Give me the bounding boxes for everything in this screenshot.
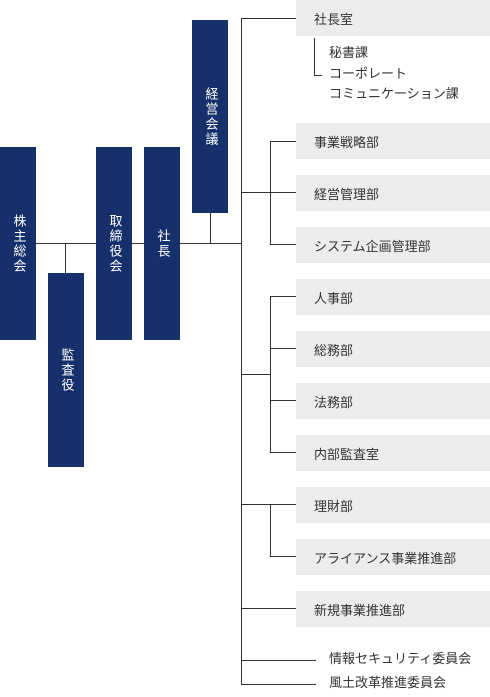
department-box: 経営管理部: [296, 175, 490, 211]
shareholders-meeting-label: 株主総会: [10, 213, 26, 274]
department-label: 理財部: [314, 499, 354, 515]
sub-unit-communication: コミュニケーション課: [329, 87, 459, 102]
committee-label: 情報セキュリティ委員会: [329, 652, 472, 667]
department-box: 人事部: [296, 279, 490, 315]
department-box: 社長室: [296, 0, 490, 36]
auditor-label: 監査役: [58, 347, 74, 393]
sub-unit-corporate: コーポレート: [329, 67, 408, 82]
department-label: 社長室: [314, 12, 354, 28]
management-meeting-label: 経営会議: [202, 86, 218, 147]
department-label: 新規事業推進部: [314, 603, 406, 619]
department-box: アライアンス事業推進部: [296, 539, 490, 575]
shareholders-meeting-box: 株主総会: [0, 147, 36, 340]
board-of-directors-label: 取締役会: [106, 213, 122, 274]
department-box: 法務部: [296, 383, 490, 419]
sub-unit-secretary: 秘書課: [329, 46, 369, 61]
department-label: 経営管理部: [314, 187, 380, 203]
department-label: 事業戦略部: [314, 135, 380, 151]
department-label: アライアンス事業推進部: [314, 551, 457, 567]
department-box: 新規事業推進部: [296, 591, 490, 627]
department-box: 総務部: [296, 331, 490, 367]
department-label: 内部監査室: [314, 447, 380, 463]
department-box: 理財部: [296, 487, 490, 523]
department-box: 事業戦略部: [296, 123, 490, 159]
department-label: 人事部: [314, 291, 354, 307]
department-box: 内部監査室: [296, 435, 490, 471]
president-label: 社長: [154, 228, 170, 259]
board-of-directors-box: 取締役会: [96, 147, 132, 340]
department-box: システム企画管理部: [296, 227, 490, 263]
management-meeting-box: 経営会議: [192, 20, 228, 213]
president-box: 社長: [144, 147, 180, 340]
auditor-box: 監査役: [48, 273, 84, 467]
department-label: システム企画管理部: [314, 239, 431, 255]
department-label: 法務部: [314, 395, 354, 411]
department-label: 総務部: [314, 343, 354, 359]
committee-label: 風土改革推進委員会: [329, 676, 447, 691]
